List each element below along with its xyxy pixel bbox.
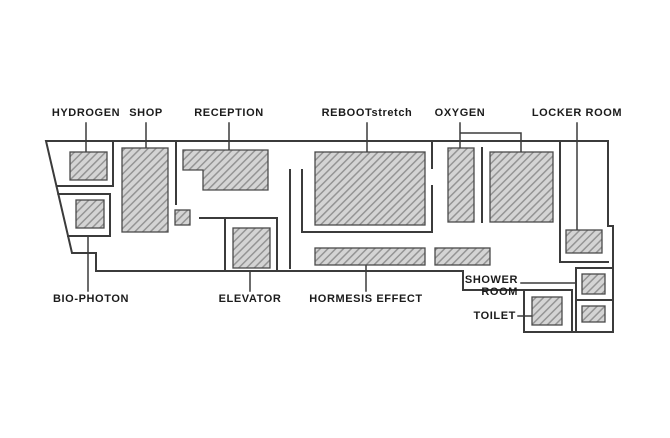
small-room-lower-right [581,305,606,323]
hydrogen-room [69,151,108,181]
reboot-stretch-room [314,151,426,226]
label-hormesis-effect: HORMESIS EFFECT [309,293,423,305]
label-shower-room-line1: SHOWER [464,274,518,286]
label-toilet: TOILET [473,310,516,322]
toilet-area [531,296,563,326]
label-hydrogen: HYDROGEN [51,107,121,119]
oxygen-room-1 [447,147,475,223]
label-locker-room: LOCKER ROOM [531,107,623,119]
bio-photon-room [75,199,105,229]
oxygen-leader-line [459,122,522,152]
hormesis-effect-area-1 [314,247,426,266]
label-shower-room-line2: ROOM [481,286,518,298]
locker-room-area [565,229,603,254]
label-shower-room: SHOWER ROOM [465,274,518,298]
hormesis-effect-area-2 [434,247,491,266]
shop-room [121,147,169,233]
label-elevator: ELEVATOR [218,293,282,305]
label-bio-photon: BIO-PHOTON [52,293,130,305]
label-reboot-stretch: REBOOTstretch [321,107,413,119]
reception-room [182,149,269,191]
inner-walls [55,140,614,333]
shower-room-area [581,273,606,295]
pillar-block [174,209,191,226]
elevator-area [232,227,271,269]
label-shop: SHOP [129,107,163,119]
oxygen-room-2 [489,151,554,223]
label-oxygen: OXYGEN [434,107,486,119]
label-reception: RECEPTION [194,107,264,119]
